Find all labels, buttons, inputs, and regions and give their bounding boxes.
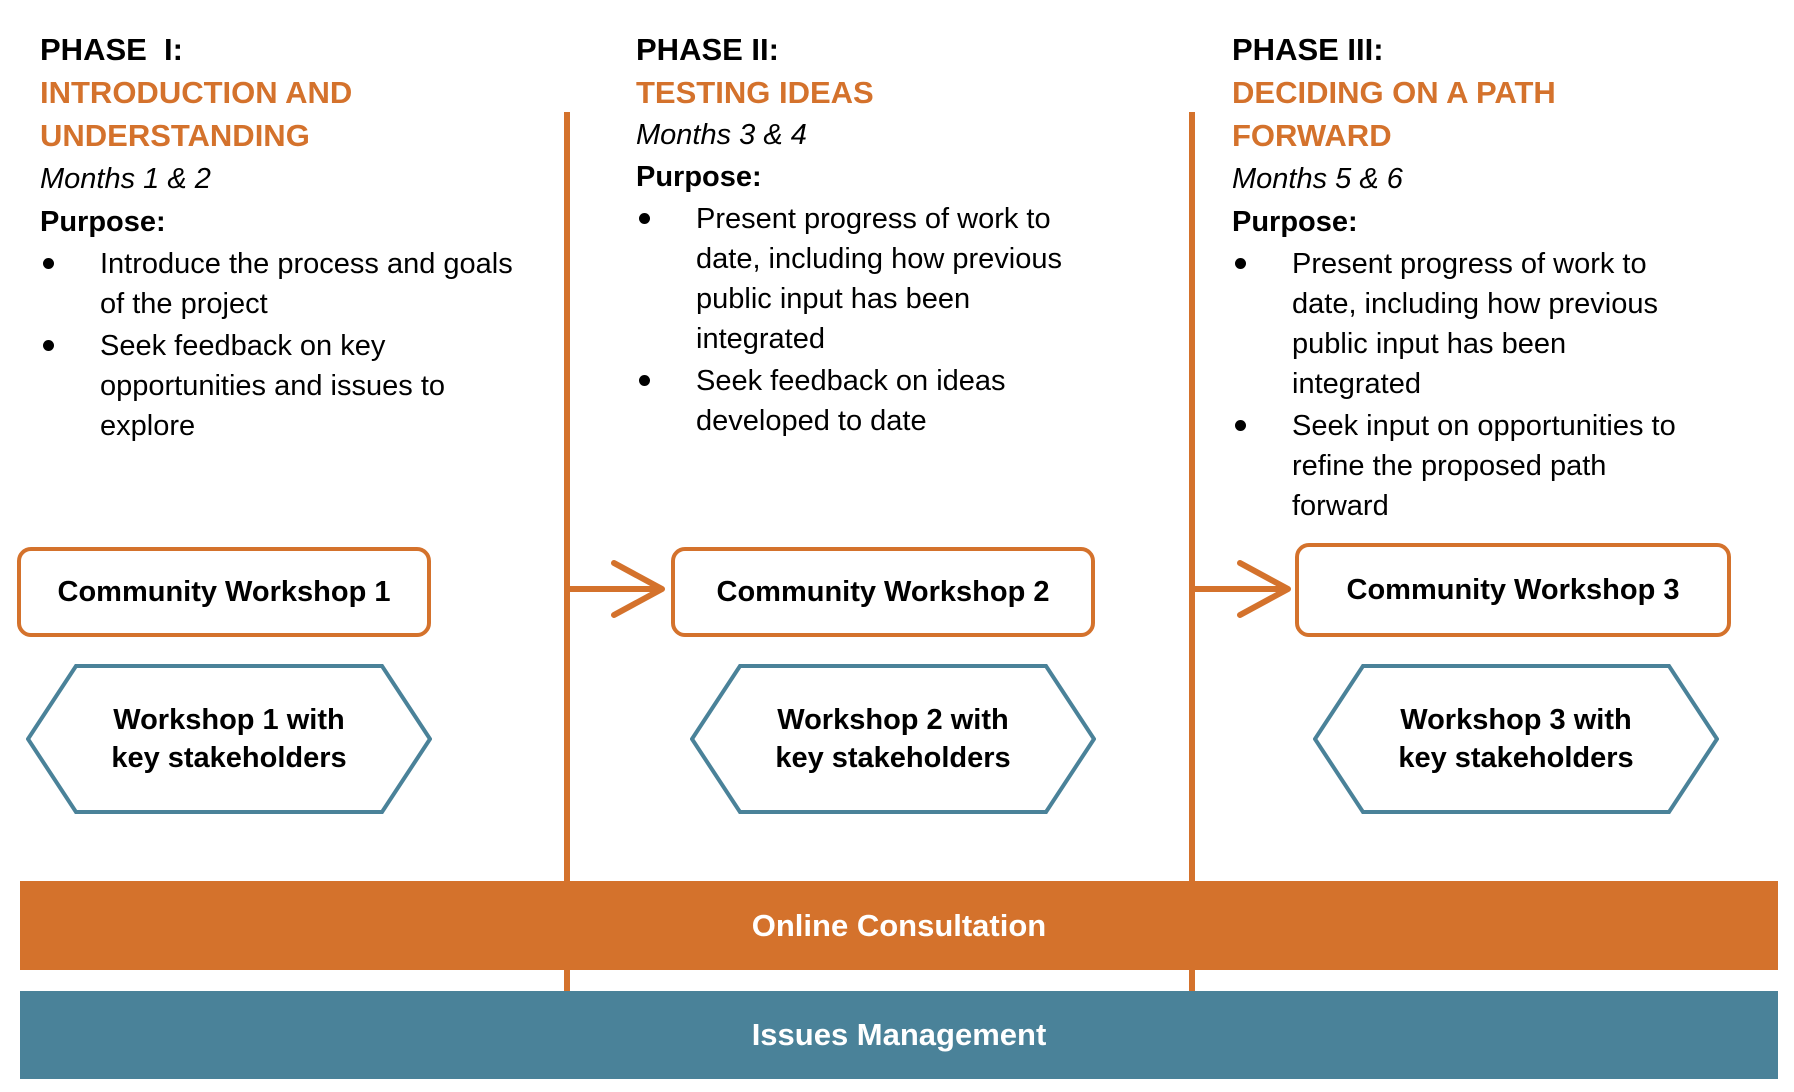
phase-1-title-line: UNDERSTANDING bbox=[40, 118, 310, 153]
bullet-line: Seek input on opportunities to bbox=[1292, 410, 1676, 442]
online-consultation-label: Online Consultation bbox=[751, 907, 1047, 943]
hexagon-shape bbox=[1313, 664, 1719, 814]
online-consultation-band: Online Consultation bbox=[20, 881, 1778, 970]
phase-2-label: PHASE II: bbox=[636, 32, 779, 67]
phase-1-months: Months 1 & 2 bbox=[40, 163, 211, 195]
stakeholder-workshop-1: Workshop 1 with key stakeholders bbox=[26, 664, 432, 814]
arrow-right-icon-svg bbox=[1192, 560, 1291, 618]
purpose-bullet: Seek feedback on ideas developed to date bbox=[636, 361, 1156, 441]
bullet-icon bbox=[1235, 258, 1246, 269]
phase-1-label: PHASE I: bbox=[40, 32, 183, 67]
phase-3-purpose-list: Present progress of work to date, includ… bbox=[1232, 244, 1772, 526]
phase-2-months: Months 3 & 4 bbox=[636, 119, 807, 151]
phase-2-title: TESTING IDEAS bbox=[636, 71, 1156, 114]
bullet-line: date, including how previous bbox=[696, 243, 1062, 275]
arrow-right-icon bbox=[1192, 559, 1292, 619]
bullet-icon bbox=[639, 375, 650, 386]
issues-management-band: Issues Management bbox=[20, 991, 1778, 1079]
purpose-bullet: Present progress of work to date, includ… bbox=[636, 199, 1156, 359]
stakeholder-workshop-3: Workshop 3 with key stakeholders bbox=[1313, 664, 1719, 814]
community-workshop-1: Community Workshop 1 bbox=[17, 547, 431, 637]
phase-2-purpose-label: Purpose: bbox=[636, 161, 762, 193]
bullet-line: Seek feedback on key bbox=[100, 330, 386, 362]
purpose-bullet: Present progress of work to date, includ… bbox=[1232, 244, 1772, 404]
bullet-icon bbox=[1235, 420, 1246, 431]
bullet-line: integrated bbox=[696, 323, 825, 355]
bullet-line: of the project bbox=[100, 288, 268, 320]
stakeholder-workshop-2: Workshop 2 with key stakeholders bbox=[690, 664, 1096, 814]
bullet-line: integrated bbox=[1292, 368, 1421, 400]
purpose-bullet: Seek feedback on key opportunities and i… bbox=[40, 326, 560, 446]
phase-3-purpose-label: Purpose: bbox=[1232, 206, 1358, 238]
stakeholder-workshop-3-label: Workshop 3 with key stakeholders bbox=[1398, 704, 1634, 774]
purpose-bullet: Seek input on opportunities to refine th… bbox=[1232, 406, 1772, 526]
phase-1-purpose-list: Introduce the process and goals of the p… bbox=[40, 244, 560, 446]
issues-management-label: Issues Management bbox=[751, 1017, 1047, 1052]
phase-3-months: Months 5 & 6 bbox=[1232, 163, 1403, 195]
phase-1-column: PHASE I: INTRODUCTION AND UNDERSTANDING … bbox=[40, 28, 560, 448]
bullet-icon bbox=[43, 258, 54, 269]
bullet-line: Seek feedback on ideas bbox=[696, 365, 1006, 397]
phase-2-title-line: TESTING IDEAS bbox=[636, 75, 874, 110]
bullet-line: Introduce the process and goals bbox=[100, 248, 513, 280]
bullet-icon bbox=[639, 213, 650, 224]
community-workshop-3: Community Workshop 3 bbox=[1295, 543, 1731, 637]
phase-3-title-line: DECIDING ON A PATH bbox=[1232, 75, 1556, 110]
phase-1-title: INTRODUCTION AND UNDERSTANDING bbox=[40, 71, 560, 157]
arrow-right-icon bbox=[566, 559, 666, 619]
stakeholder-workshop-1-label: Workshop 1 with key stakeholders bbox=[111, 704, 347, 774]
phase-divider-1 bbox=[564, 112, 570, 992]
hexagon-shape bbox=[690, 664, 1096, 814]
phase-divider-2 bbox=[1189, 112, 1195, 992]
bullet-line: public input has been bbox=[696, 283, 971, 315]
bullet-icon bbox=[43, 340, 54, 351]
hexagon-shape bbox=[26, 664, 432, 814]
phase-1-title-line: INTRODUCTION AND bbox=[40, 75, 353, 110]
bullet-line: date, including how previous bbox=[1292, 288, 1658, 320]
bullet-line: public input has been bbox=[1292, 328, 1567, 360]
arrow-right-icon-svg bbox=[566, 560, 665, 618]
phase-3-title-line: FORWARD bbox=[1232, 118, 1392, 153]
bullet-line: explore bbox=[100, 410, 196, 442]
stakeholder-workshop-2-label: Workshop 2 with key stakeholders bbox=[775, 704, 1011, 774]
phase-1-purpose-label: Purpose: bbox=[40, 206, 166, 238]
phase-3-label: PHASE III: bbox=[1232, 32, 1384, 67]
purpose-bullet: Introduce the process and goals of the p… bbox=[40, 244, 560, 324]
bullet-line: Present progress of work to bbox=[696, 203, 1051, 235]
phase-3-column: PHASE III: DECIDING ON A PATH FORWARD Mo… bbox=[1232, 28, 1772, 528]
community-workshop-2: Community Workshop 2 bbox=[671, 547, 1095, 637]
bullet-line: Present progress of work to bbox=[1292, 248, 1647, 280]
phase-2-column: PHASE II: TESTING IDEAS Months 3 & 4 Pur… bbox=[636, 28, 1156, 443]
phase-2-purpose-list: Present progress of work to date, includ… bbox=[636, 199, 1156, 441]
bullet-line: refine the proposed path bbox=[1292, 450, 1607, 482]
bullet-line: developed to date bbox=[696, 405, 927, 437]
phase-3-title: DECIDING ON A PATH FORWARD bbox=[1232, 71, 1772, 157]
bullet-line: opportunities and issues to bbox=[100, 370, 445, 402]
bullet-line: forward bbox=[1292, 490, 1389, 522]
